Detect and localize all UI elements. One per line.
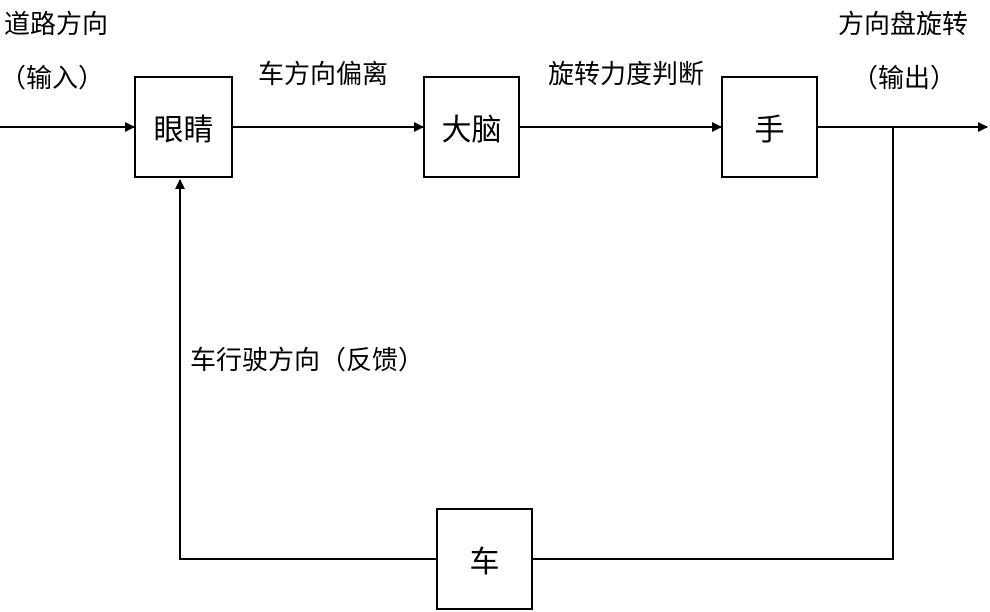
judgement-label: 旋转力度判断 [548, 60, 705, 90]
feedback-branch-line [533, 127, 894, 560]
eyes-block: 眼睛 [134, 76, 233, 178]
feedback-label: 车行驶方向（反馈） [190, 346, 425, 376]
input-note-label: （输入） [0, 64, 105, 94]
output-note-label: （输出） [852, 64, 957, 94]
feedback-return-arrow [175, 179, 436, 560]
deviation-label: 车方向偏离 [258, 60, 389, 90]
brain-block: 大脑 [423, 76, 520, 178]
output-title-label: 方向盘旋转 [838, 10, 969, 40]
input-title-label: 道路方向 [4, 10, 109, 40]
car-block: 车 [436, 508, 533, 610]
hand-block: 手 [721, 76, 818, 178]
